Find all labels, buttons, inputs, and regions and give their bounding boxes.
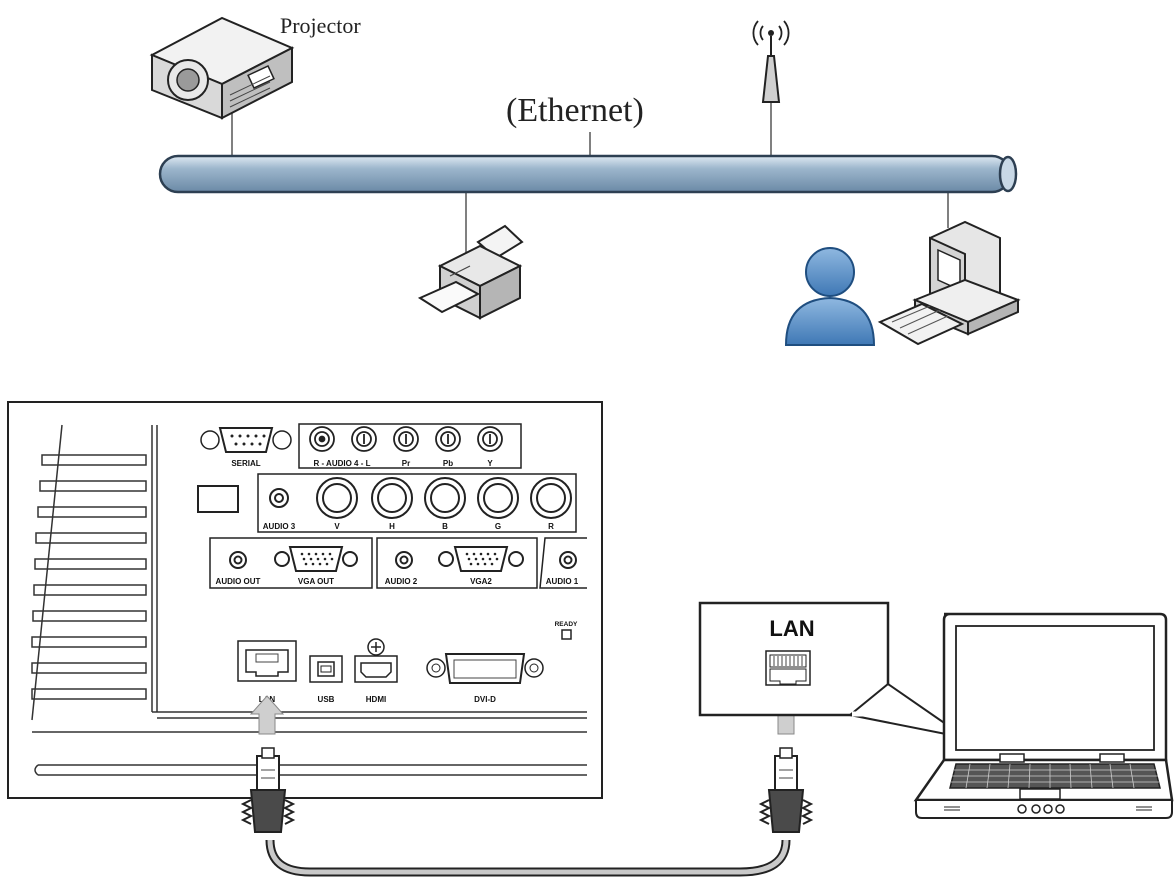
ethernet-pipe	[158, 154, 1018, 194]
lan-callout: LAN	[698, 601, 967, 739]
antenna-icon	[752, 20, 790, 103]
network-diagram: (Ethernet) Projector	[149, 13, 1021, 346]
vga2-group-frame	[376, 537, 538, 589]
projector-icon	[149, 16, 295, 120]
ready-led	[561, 629, 572, 640]
dvi-d-label: DVI-D	[474, 695, 496, 704]
dvi-d-port[interactable]	[426, 653, 544, 684]
callout-pointer	[847, 682, 967, 739]
r-label: R	[548, 522, 554, 531]
vga-out-port[interactable]	[274, 546, 358, 572]
usb-port[interactable]	[309, 655, 343, 683]
audio1-label: AUDIO 1	[546, 577, 579, 586]
g-label: G	[495, 522, 501, 531]
user-icon	[784, 247, 876, 346]
projector-label: Projector	[280, 13, 361, 38]
vga-out-label: VGA OUT	[298, 577, 334, 586]
ethernet-label: (Ethernet)	[506, 92, 644, 129]
usb-label: USB	[318, 695, 335, 704]
audio3-label: AUDIO 3	[263, 522, 296, 531]
pb-label: Pb	[443, 459, 453, 468]
b-label: B	[442, 522, 448, 531]
up-arrow-panel-icon	[249, 695, 285, 735]
laptop-screen	[955, 625, 1155, 751]
bnc-group-frame	[257, 473, 577, 533]
ready-label: READY	[555, 621, 578, 628]
callout-lan-port	[765, 650, 811, 686]
rj45-plug-right	[758, 747, 814, 833]
laptop-icon	[913, 612, 1174, 819]
laptop-keyboard	[949, 763, 1161, 789]
desktop-computer-icon	[877, 220, 1021, 346]
ethernet-cable	[265, 839, 791, 877]
h-label: H	[389, 522, 395, 531]
rj45-plug-left	[240, 747, 296, 833]
laptop-trackpad	[1019, 788, 1061, 800]
vga2-port[interactable]	[438, 546, 524, 572]
hdmi-port[interactable]	[354, 638, 398, 683]
vga1-group-frame	[539, 537, 587, 589]
printer-icon	[417, 224, 524, 320]
audio4-label: R - AUDIO 4 - L	[313, 459, 370, 468]
panel-lan-port[interactable]	[237, 640, 297, 682]
v-label: V	[334, 522, 340, 531]
vga-out-group-frame	[209, 537, 373, 589]
audio2-label: AUDIO 2	[385, 577, 418, 586]
y-label: Y	[487, 459, 493, 468]
vga2-label: VGA2	[470, 577, 492, 586]
rca-jacks-top	[309, 426, 503, 452]
serial-port[interactable]	[200, 427, 292, 453]
audio-out-label: AUDIO OUT	[216, 577, 261, 586]
vent-fins	[31, 424, 587, 776]
component-group-frame	[298, 423, 522, 469]
hdmi-label: HDMI	[366, 695, 386, 704]
serial-label: SERIAL	[231, 459, 260, 468]
blank-plate	[197, 485, 239, 513]
projector-rear-panel: SERIAL R - AUDIO 4 - L Pr Pb Y AUDIO 3 V…	[7, 401, 603, 799]
pr-label: Pr	[402, 459, 410, 468]
callout-lan-label: LAN	[769, 616, 814, 641]
